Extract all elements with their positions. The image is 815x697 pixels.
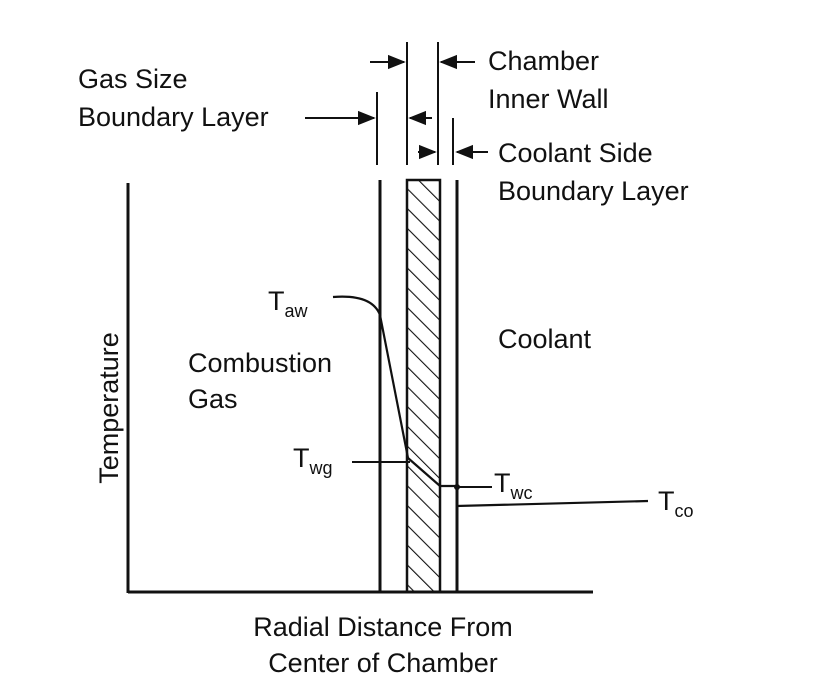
x-axis-label-1: Radial Distance From <box>253 612 513 642</box>
y-axis-label: Temperature <box>94 332 124 484</box>
temperature-profile <box>332 295 649 508</box>
combustion-label-1: Combustion <box>188 348 332 378</box>
chamber-wall-hatch <box>405 178 442 594</box>
coolant-side-label-2: Boundary Layer <box>498 176 689 206</box>
gas-side-label-2: Boundary Layer <box>78 102 269 132</box>
x-axis-label-2: Center of Chamber <box>268 648 498 678</box>
coolant-label: Coolant <box>498 324 592 354</box>
twg-label: Twg <box>293 443 333 478</box>
taw-label: Taw <box>268 286 309 321</box>
combustion-label-2: Gas <box>188 384 238 414</box>
chamber-label-2: Inner Wall <box>488 84 609 114</box>
gas-side-label-1: Gas Size <box>78 64 188 94</box>
twc-label: Twc <box>494 468 533 503</box>
chamber-label-1: Chamber <box>488 46 599 76</box>
tco-label: Tco <box>658 486 694 521</box>
twc-point <box>454 484 460 490</box>
coolant-side-label-1: Coolant Side <box>498 138 653 168</box>
